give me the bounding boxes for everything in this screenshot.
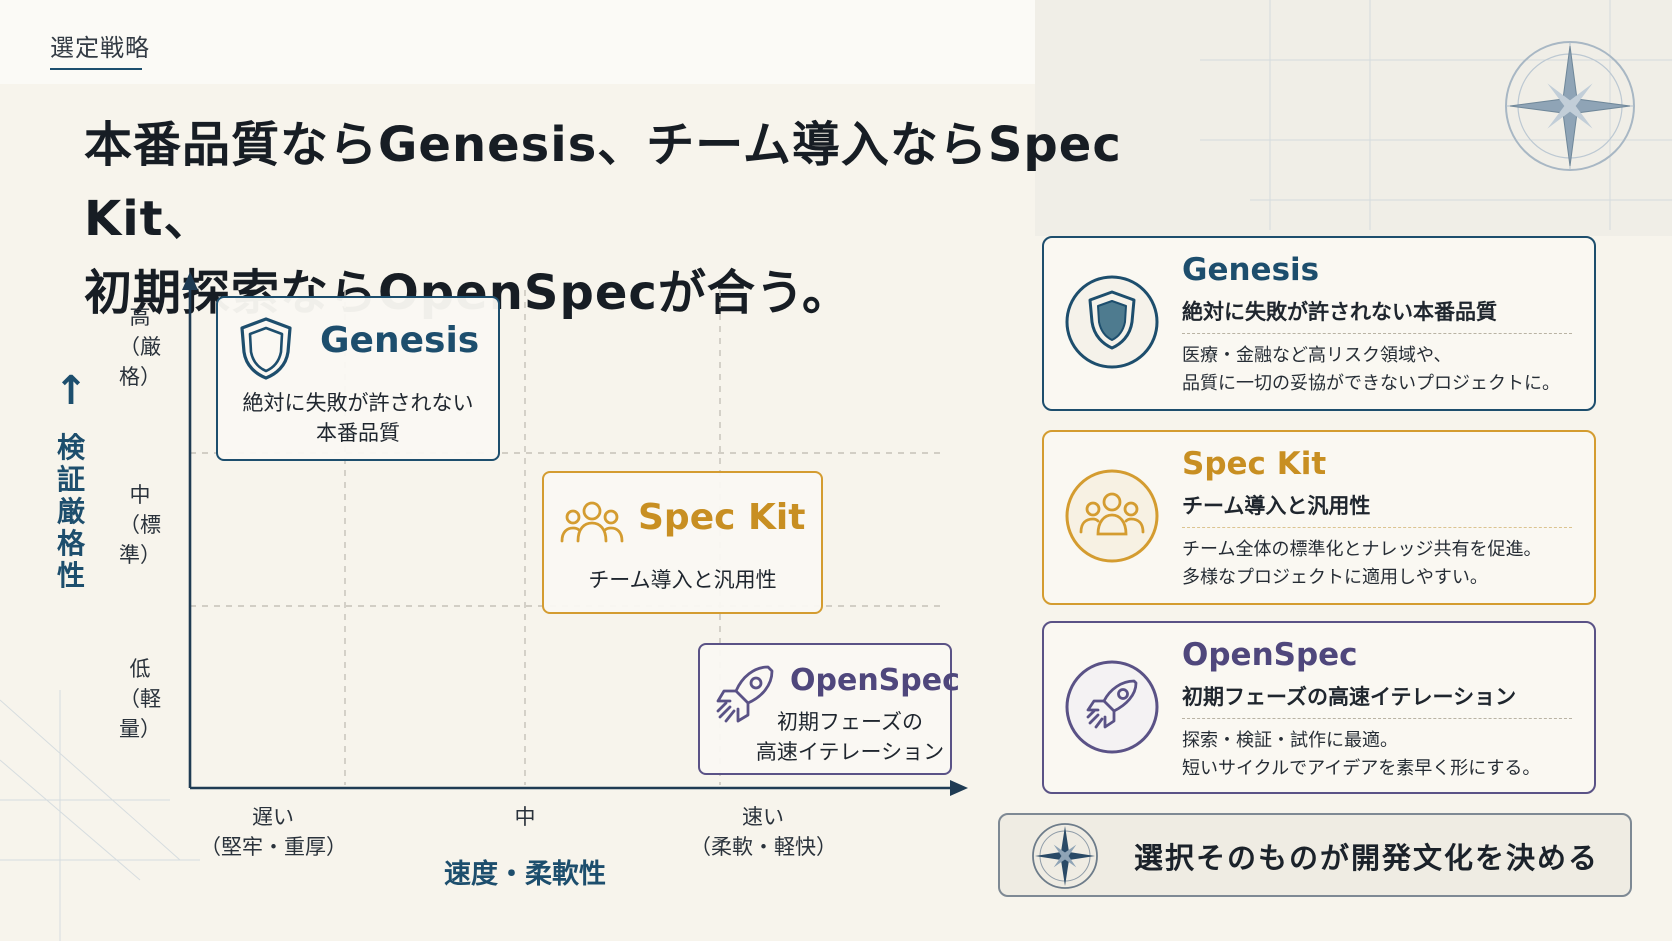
matrix-card-genesis-desc: 絶対に失敗が許されない 本番品質: [218, 388, 498, 448]
matrix-card-openspec-title: OpenSpec: [790, 663, 960, 698]
detail-card-openspec-divider: [1182, 718, 1572, 719]
matrix-card-openspec-desc-line2: 高速イテレーション: [755, 740, 945, 764]
x-tick-mid-label: 中: [514, 805, 536, 829]
detail-card-genesis-desc-line2: 品質に一切の妥協ができないプロジェクトに。: [1182, 373, 1560, 394]
detail-card-speckit-divider: [1182, 527, 1572, 528]
x-tick-fast: 速い （柔軟・軽快）: [690, 802, 837, 862]
matrix-card-genesis: Genesis 絶対に失敗が許されない 本番品質: [216, 296, 500, 461]
detail-card-genesis-divider: [1182, 333, 1572, 334]
detail-card-openspec-title: OpenSpec: [1182, 637, 1358, 673]
shield-icon: [1065, 275, 1159, 369]
team-icon: [560, 501, 624, 543]
detail-card-speckit-title: Spec Kit: [1182, 446, 1327, 482]
team-icon: [1065, 469, 1159, 563]
y-tick-low-label: 低: [129, 657, 151, 681]
section-label-underline: [50, 68, 142, 70]
matrix-card-speckit: Spec Kit チーム導入と汎用性: [542, 471, 823, 614]
y-tick-high-sub: （厳格）: [119, 335, 161, 389]
detail-card-openspec-desc-line1: 探索・検証・試作に最適。: [1182, 730, 1398, 751]
detail-card-speckit: Spec Kit チーム導入と汎用性 チーム全体の標準化とナレッジ共有を促進。 …: [1042, 430, 1596, 605]
detail-card-openspec-subtitle: 初期フェーズの高速イテレーション: [1182, 685, 1517, 709]
y-axis-arrow: ↑: [54, 368, 88, 414]
y-tick-high-label: 高: [129, 305, 151, 329]
matrix-card-speckit-title: Spec Kit: [638, 497, 806, 538]
matrix-card-genesis-desc-line1: 絶対に失敗が許されない: [242, 391, 474, 415]
x-tick-slow-sub: （堅牢・重厚）: [200, 835, 347, 859]
detail-card-genesis-desc-line1: 医療・金融など高リスク領域や、: [1182, 345, 1452, 366]
y-axis-title: 検証厳格性: [56, 431, 85, 592]
detail-card-genesis-title: Genesis: [1182, 252, 1320, 288]
rocket-icon: [716, 665, 774, 723]
compass-rose-icon: [1505, 41, 1635, 171]
section-label: 選定戦略: [50, 34, 150, 62]
x-axis-title: 速度・柔軟性: [444, 859, 606, 890]
y-tick-mid-label: 中: [129, 483, 151, 507]
y-tick-low-sub: （軽量）: [119, 687, 161, 741]
y-tick-low: 低 （軽量）: [104, 654, 176, 744]
x-tick-fast-label: 速い: [742, 805, 784, 829]
matrix-card-openspec-desc: 初期フェーズの 高速イテレーション: [750, 707, 950, 767]
detail-card-genesis: Genesis 絶対に失敗が許されない本番品質 医療・金融など高リスク領域や、 …: [1042, 236, 1596, 411]
detail-card-openspec-desc: 探索・検証・試作に最適。 短いサイクルでアイデアを素早く形にする。: [1182, 727, 1540, 783]
matrix-card-genesis-title: Genesis: [320, 320, 480, 361]
detail-card-genesis-desc: 医療・金融など高リスク領域や、 品質に一切の妥協ができないプロジェクトに。: [1182, 342, 1560, 398]
shield-icon: [240, 317, 292, 380]
x-tick-slow: 遅い （堅牢・重厚）: [200, 802, 347, 862]
detail-card-genesis-subtitle: 絶対に失敗が許されない本番品質: [1182, 300, 1497, 324]
y-tick-mid-sub: （標準）: [119, 513, 161, 567]
x-tick-fast-sub: （柔軟・軽快）: [690, 835, 837, 859]
detail-card-speckit-desc-line1: チーム全体の標準化とナレッジ共有を促進。: [1182, 539, 1542, 560]
detail-card-openspec-desc-line2: 短いサイクルでアイデアを素早く形にする。: [1182, 758, 1541, 779]
matrix-card-genesis-desc-line2: 本番品質: [316, 421, 400, 445]
matrix-card-speckit-desc: チーム導入と汎用性: [588, 568, 777, 592]
matrix-card-openspec-desc-line1: 初期フェーズの: [777, 710, 923, 734]
conclusion-text: 選択そのものが開発文化を決める: [1134, 841, 1600, 875]
rocket-icon: [1065, 660, 1159, 754]
detail-card-speckit-desc-line2: 多様なプロジェクトに適用しやすい。: [1182, 567, 1488, 588]
x-tick-slow-label: 遅い: [252, 805, 294, 829]
conclusion-banner: 選択そのものが開発文化を決める: [998, 813, 1632, 897]
x-tick-mid: 中: [470, 802, 580, 832]
y-tick-high: 高 （厳格）: [104, 302, 176, 392]
detail-card-openspec: OpenSpec 初期フェーズの高速イテレーション 探索・検証・試作に最適。 短…: [1042, 621, 1596, 794]
y-tick-mid: 中 （標準）: [104, 480, 176, 570]
compass-icon: [1032, 823, 1098, 889]
headline-line-1: 本番品質ならGenesis、チーム導入ならSpec Kit、: [84, 117, 1122, 247]
detail-card-speckit-subtitle: チーム導入と汎用性: [1182, 494, 1371, 518]
matrix-card-openspec: OpenSpec 初期フェーズの 高速イテレーション: [698, 643, 960, 775]
detail-card-speckit-desc: チーム全体の標準化とナレッジ共有を促進。 多様なプロジェクトに適用しやすい。: [1182, 536, 1541, 592]
